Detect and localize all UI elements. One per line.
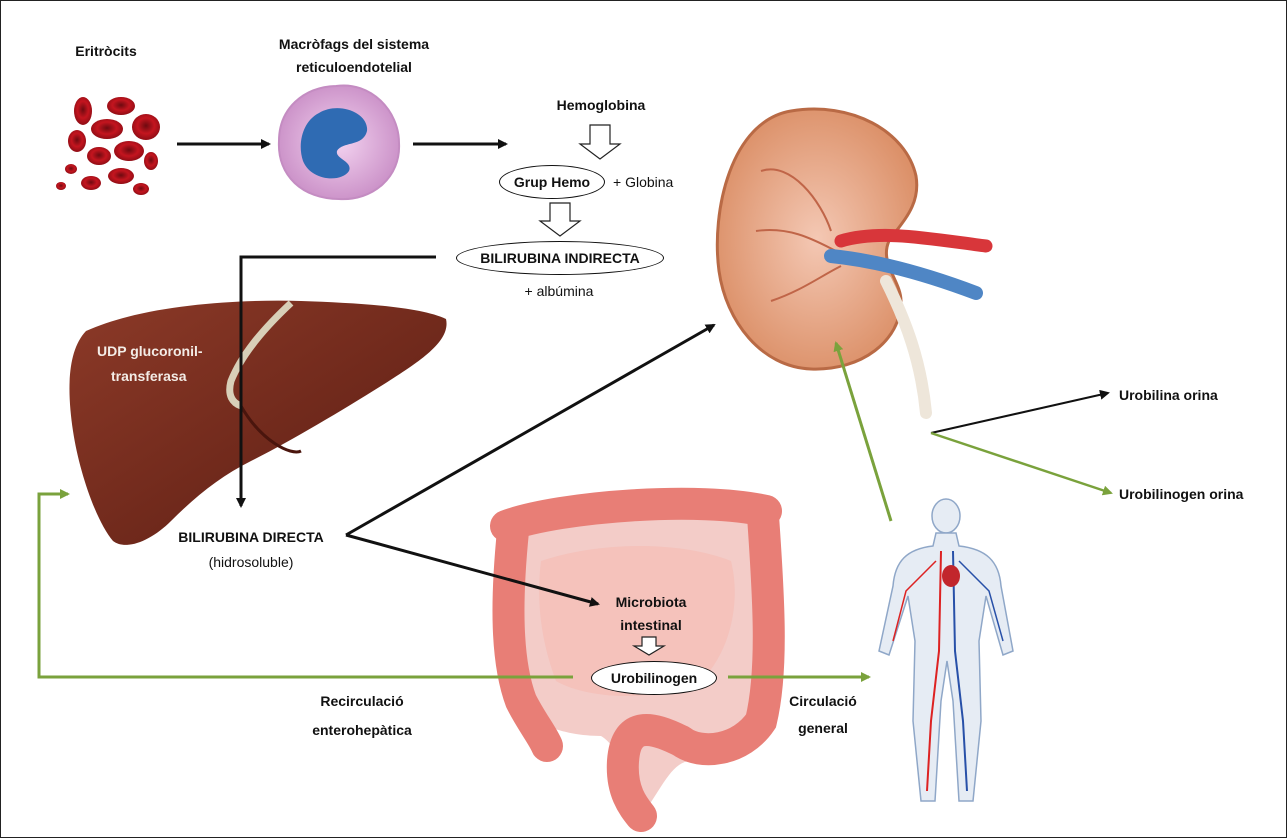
label-microbiota-line2: intestinal (596, 615, 706, 636)
human-body-icon (879, 499, 1013, 801)
label-microbiota-line1: Microbiota (596, 592, 706, 613)
arrow-body-kidney (836, 343, 891, 521)
oval-grup-hemo: Grup Hemo (499, 165, 605, 199)
macrophage-icon (279, 85, 399, 199)
label-macrofags-line1: Macròfags del sistema (249, 34, 459, 55)
label-macrofags-line2: reticuloendotelial (249, 57, 459, 78)
label-bilirubina-indirecta: BILIRUBINA INDIRECTA (480, 250, 639, 266)
label-urobilina-orina: Urobilina orina (1119, 385, 1249, 406)
label-circulacio-line1: Circulació (773, 691, 873, 712)
hollow-arrow-grup-hemo (540, 203, 580, 236)
label-urobilinogen: Urobilinogen (611, 670, 697, 686)
label-plus-globina: + Globina (613, 172, 713, 193)
label-bilirubina-directa: BILIRUBINA DIRECTA (161, 527, 341, 548)
hollow-arrow-hemoglobina (580, 125, 620, 159)
label-eritrocits: Eritròcits (61, 41, 151, 62)
oval-urobilinogen: Urobilinogen (591, 661, 717, 695)
label-udp-line1: UDP glucoronil- (97, 341, 257, 362)
label-circulacio-line2: general (773, 718, 873, 739)
kidney-icon (717, 109, 986, 413)
label-hidrosoluble: (hidrosoluble) (191, 552, 311, 573)
arrow-urobilina-orina (931, 393, 1108, 433)
erythrocytes-icon (56, 97, 160, 195)
label-udp-line2: transferasa (111, 366, 251, 387)
label-plus-albumina: + albúmina (509, 281, 609, 302)
label-hemoglobina: Hemoglobina (541, 95, 661, 116)
label-recirculacio-line1: Recirculació (297, 691, 427, 712)
oval-bilirubina-indirecta: BILIRUBINA INDIRECTA (456, 241, 664, 275)
label-urobilinogen-orina: Urobilinogen orina (1119, 484, 1269, 505)
intestine-icon (498, 504, 778, 816)
label-grup-hemo: Grup Hemo (514, 174, 590, 190)
label-recirculacio-line2: enterohepàtica (297, 720, 427, 741)
arrow-urobilinogen-orina (931, 433, 1111, 493)
